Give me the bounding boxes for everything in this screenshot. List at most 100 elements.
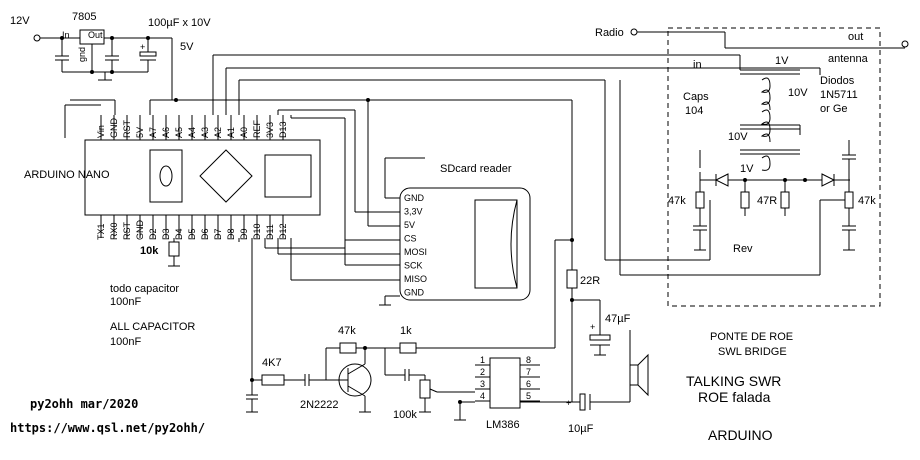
arduino-top-pin: A2: [213, 127, 223, 138]
note2: ALL CAPACITOR: [110, 321, 195, 333]
arduino-top-pin: REF: [252, 119, 262, 138]
pot-100k: [419, 379, 431, 399]
sd-pin: GND: [404, 193, 425, 203]
r47k-label: 47k: [338, 325, 356, 337]
c47-label: 47µF: [605, 313, 631, 325]
pot-left: [695, 191, 705, 209]
arduino-top-pin: A5: [174, 127, 184, 138]
r1k-label: 1k: [400, 325, 412, 337]
resistor-1k: [399, 342, 417, 354]
sd-pin: MISO: [404, 274, 427, 284]
caps-label: Caps: [683, 91, 709, 103]
arduino-bottom-pin: D3: [161, 228, 171, 240]
resistor-4k7: [261, 374, 285, 386]
arduino-bottom-pin: D12: [278, 223, 288, 240]
v1a-label: 1V: [775, 55, 789, 67]
ic-pin-right: 6: [526, 379, 531, 389]
or-ge-label: or Ge: [820, 103, 848, 115]
bridge-enclosure: [667, 27, 881, 307]
cap-47uf: [589, 334, 611, 341]
svg-text:+: +: [140, 42, 145, 52]
sd-pin: GND: [404, 288, 425, 298]
ic-pin-right: 8: [526, 355, 531, 365]
out-label: out: [848, 31, 863, 43]
credits-url: https://www.qsl.net/py2ohh/: [10, 421, 205, 435]
arduino-bottom-pin: RST: [122, 221, 132, 240]
c10-label: 10µF: [568, 423, 594, 435]
title-arduino: ARDUINO: [708, 427, 773, 443]
arduino-bottom-pin: GND: [135, 220, 145, 241]
regulator-in-label: In: [62, 30, 70, 40]
arduino-bottom-pin: D7: [213, 228, 223, 240]
diode-type-label: 1N5711: [820, 89, 858, 101]
v1b-label: 1V: [740, 163, 754, 175]
arduino-top-pin: D13: [278, 121, 288, 138]
arduino-bottom-pin: D10: [252, 223, 262, 240]
titles: PONTE DE ROE SWL BRIDGE TALKING SWR ROE …: [10, 331, 793, 443]
svg-text:+: +: [590, 322, 595, 332]
transistor-2n2222: [338, 363, 372, 397]
v12-label: 12V: [10, 15, 30, 27]
sd-title: SDcard reader: [440, 163, 512, 175]
arduino-top-pin: 3V3: [265, 122, 275, 138]
arduino-bottom-pin: TX1: [96, 223, 106, 240]
supply-cap-label: 100µF x 10V: [148, 17, 211, 29]
arduino-bottom-pin: D2: [148, 228, 158, 240]
arduino-bottom-pin: D11: [265, 224, 275, 240]
ic-pin-left: 3: [480, 379, 485, 389]
ic-pin-left: 2: [480, 367, 485, 377]
svg-text:+: +: [566, 398, 571, 408]
sd-pin: 5V: [404, 220, 415, 230]
sd-pin: CS: [404, 234, 417, 244]
power-supply: 12V 7805 In Out gnd + 100µF x 10V 5V: [10, 11, 211, 100]
arduino-body: [84, 139, 321, 216]
arduino-bottom-pin: D6: [200, 228, 210, 240]
resistor-47k: [339, 342, 357, 354]
resistor-47r: [740, 191, 750, 209]
in-label: in: [693, 59, 702, 71]
arduino-name: ARDUINO NANO: [24, 169, 110, 181]
ic-label: LM386: [486, 419, 520, 431]
title-talking: TALKING SWR: [686, 373, 781, 389]
regulator-gnd-label: gnd: [77, 47, 87, 62]
lm386-chip: [489, 357, 521, 409]
diode-left: [714, 173, 729, 187]
note2b: 100nF: [110, 336, 141, 348]
arduino-top-pin: A0: [239, 127, 249, 138]
antenna-label: antenna: [828, 53, 869, 65]
v10b-label: 10V: [728, 131, 748, 143]
ic-pin-left: 1: [480, 355, 485, 365]
arduino-top-pin: Vin: [96, 125, 106, 138]
arduino-top-pin: A4: [187, 127, 197, 138]
note1: todo capacitor: [110, 283, 179, 295]
arduino-top-pin: A7: [148, 127, 158, 138]
resistor-10k: [168, 241, 180, 257]
radio-label: Radio: [595, 27, 624, 39]
pot-label: 100k: [393, 409, 417, 421]
note1b: 100nF: [110, 296, 141, 308]
arduino-bottom-pin: D8: [226, 228, 236, 240]
cap-10uf: [579, 393, 586, 411]
arduino-bottom-pin: D5: [187, 228, 197, 240]
v12-terminal: [33, 34, 41, 42]
arduino-top-pin: RST: [122, 119, 132, 138]
sd-pin: SCK: [404, 261, 423, 271]
ic-pin-right: 5: [526, 391, 531, 401]
speaker: [629, 364, 639, 386]
v10a-label: 10V: [788, 87, 808, 99]
arduino-top-pin: A3: [200, 127, 210, 138]
arduino-bottom-pin: RX0: [109, 222, 119, 240]
r47k-left-label: 47k: [668, 195, 686, 207]
title-roe: ROE falada: [698, 389, 771, 405]
r10k-label: 10k: [140, 245, 159, 257]
r47k-right-label: 47k: [858, 195, 876, 207]
radio-terminal: [630, 28, 638, 36]
sd-pin: 3,3V: [404, 207, 423, 217]
regulator-label: 7805: [72, 11, 96, 23]
transformer-1: [760, 77, 771, 111]
r4k7-label: 4K7: [262, 357, 282, 369]
regulator-out-label: Out: [88, 30, 103, 40]
